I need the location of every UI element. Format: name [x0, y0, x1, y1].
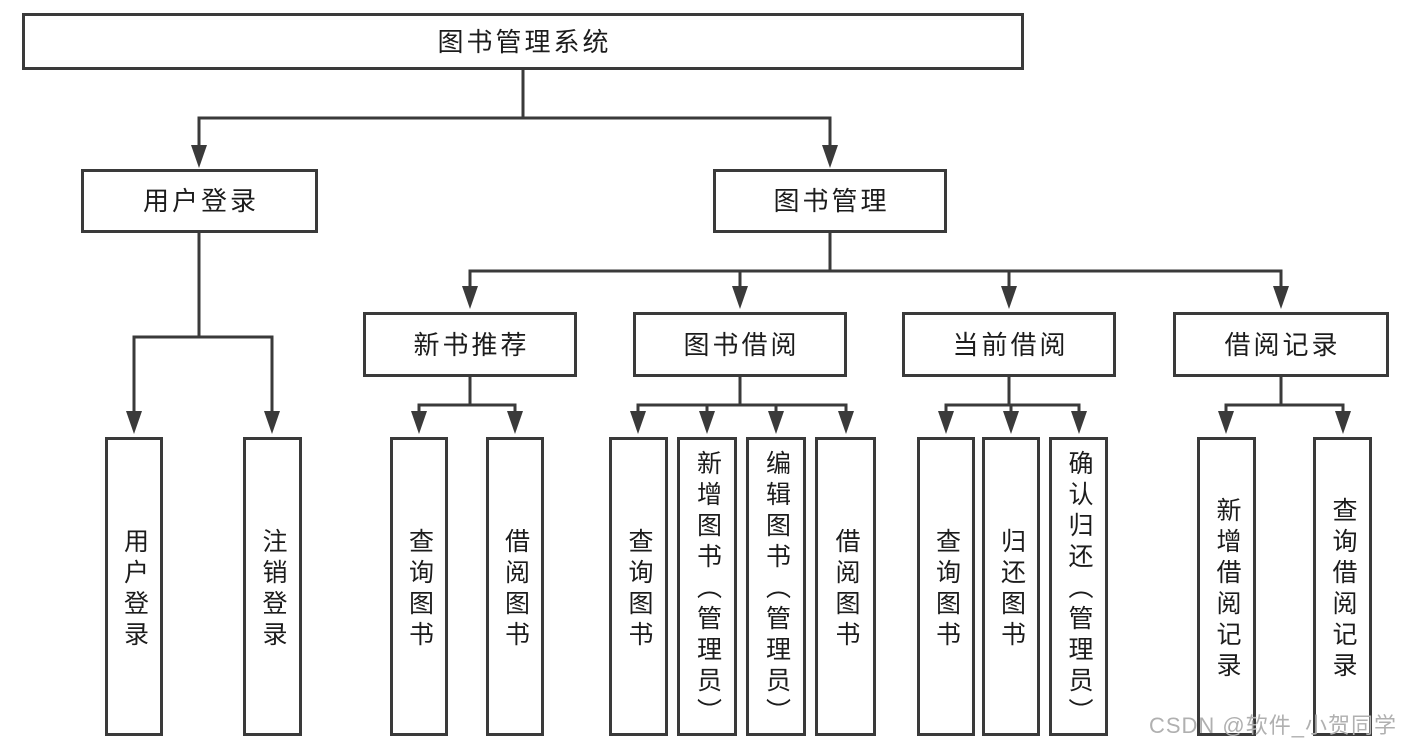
- connector-edges: [132, 67, 1345, 414]
- node-library-system: 图书管理系统: [22, 13, 1024, 70]
- node-edit-books-admin: 编辑图书（管理员）: [746, 437, 806, 736]
- node-query-borrow-record: 查询借阅记录: [1313, 437, 1372, 736]
- node-book-management: 图书管理: [713, 169, 947, 233]
- arrow-down-icon: [411, 411, 427, 434]
- node-current-borrowing: 当前借阅: [902, 312, 1116, 377]
- node-return-books: 归还图书: [982, 437, 1040, 736]
- node-query-books-current: 查询图书: [917, 437, 975, 736]
- node-user-login-leaf: 用户登录: [105, 437, 163, 736]
- arrow-down-icon: [1001, 286, 1017, 309]
- node-query-books-recommend: 查询图书: [390, 437, 448, 736]
- node-query-books-borrow: 查询图书: [609, 437, 668, 736]
- node-borrow-books-recommend: 借阅图书: [486, 437, 544, 736]
- arrow-down-icon: [938, 411, 954, 434]
- arrow-down-icon: [768, 411, 784, 434]
- node-user-login: 用户登录: [81, 169, 318, 233]
- arrow-down-icon: [462, 286, 478, 309]
- arrow-down-icon: [822, 145, 838, 168]
- arrow-down-icon: [264, 411, 280, 434]
- arrow-down-icon: [1003, 411, 1019, 434]
- node-logout-leaf: 注销登录: [243, 437, 302, 736]
- arrow-down-icon: [1071, 411, 1087, 434]
- node-add-books-admin: 新增图书（管理员）: [677, 437, 737, 736]
- csdn-watermark: CSDN @软件_小贺同学: [1148, 713, 1397, 738]
- arrow-down-icon: [507, 411, 523, 434]
- arrow-down-icon: [732, 286, 748, 309]
- arrow-down-icon: [1273, 286, 1289, 309]
- node-confirm-return-admin: 确认归还（管理员）: [1049, 437, 1108, 736]
- node-book-borrowing: 图书借阅: [633, 312, 847, 377]
- arrow-down-icon: [1335, 411, 1351, 434]
- arrow-down-icon: [699, 411, 715, 434]
- node-new-book-recommend: 新书推荐: [363, 312, 577, 377]
- arrow-down-icon: [630, 411, 646, 434]
- arrow-down-icon: [126, 411, 142, 434]
- node-borrow-books-leaf: 借阅图书: [815, 437, 876, 736]
- arrow-down-icon: [838, 411, 854, 434]
- node-borrowing-records: 借阅记录: [1173, 312, 1389, 377]
- arrow-down-icon: [191, 145, 207, 168]
- arrow-down-icon: [1218, 411, 1234, 434]
- node-add-borrow-record: 新增借阅记录: [1197, 437, 1256, 736]
- arrow-down-icons: [126, 145, 1351, 434]
